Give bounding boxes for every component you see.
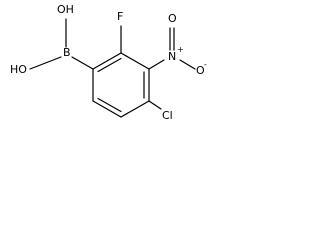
ring-bond-c5-c6 [92, 100, 122, 118]
ring-bond-c4-c5 [120, 100, 150, 118]
nitrogen-label: N [168, 50, 176, 63]
ring-bond-c1-c2-inner [97, 57, 122, 73]
ring-bond-c1-c2 [92, 52, 122, 70]
bond-ring-boron [71, 56, 94, 70]
oxygen-minus-charge: - [204, 60, 207, 69]
boronic-oh-bottom-label: HO [10, 63, 27, 76]
bond-ring-nitrogen [148, 59, 165, 70]
ring-bond-c2-c3 [120, 52, 150, 70]
fluorine-label: F [117, 10, 123, 23]
bond-boron-oh-bottom [29, 56, 62, 70]
nitro-oxygen-top-label: O [168, 12, 177, 25]
nitro-oxygen-right-label: O [196, 64, 205, 77]
bond-nitrogen-oxygen-right [179, 59, 196, 70]
ring-bond-c5-c6-inner [97, 97, 122, 113]
bond-ring-chlorine [148, 100, 162, 110]
chlorine-label: Cl [162, 109, 173, 122]
boron-label: B [63, 46, 71, 59]
nitrogen-plus-charge: + [177, 45, 184, 54]
boronic-oh-top-label: OH [57, 3, 74, 16]
chemical-structure: OH HO B F N + O O - Cl [10, 3, 207, 122]
